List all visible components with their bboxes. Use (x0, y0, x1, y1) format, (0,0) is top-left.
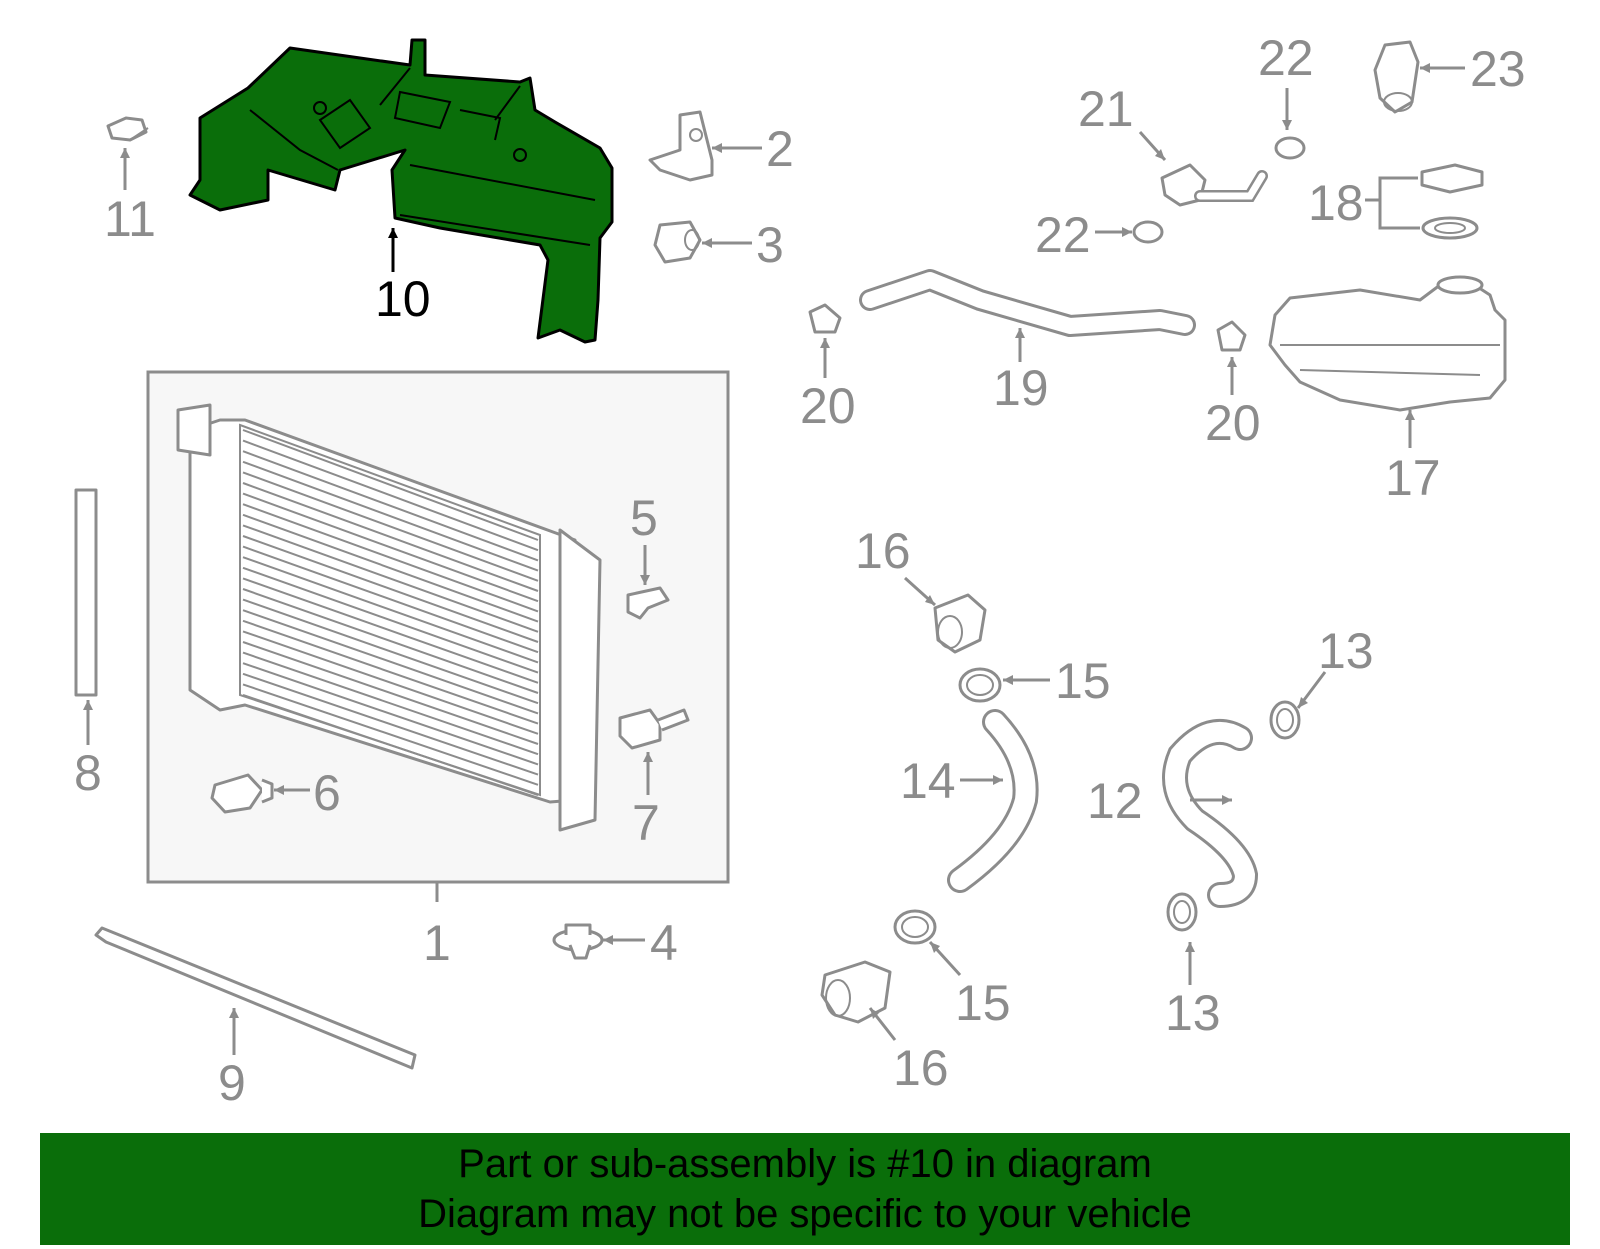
banner-line-2: Diagram may not be specific to your vehi… (418, 1192, 1192, 1236)
callout-15-lower: 15 (955, 975, 1011, 1031)
part-7-temp-sensor[interactable] (618, 708, 690, 750)
callout-9: 9 (218, 1055, 246, 1111)
callout-1: 1 (423, 915, 451, 971)
callout-20-right: 20 (1205, 395, 1261, 451)
part-1-radiator[interactable] (176, 403, 602, 832)
callout-21: 21 (1078, 81, 1134, 137)
part-8-side-seal[interactable] (74, 488, 98, 697)
banner-line-1: Part or sub-assembly is #10 in diagram (458, 1142, 1152, 1186)
callout-12: 12 (1087, 773, 1143, 829)
callout-16-upper: 16 (855, 523, 911, 579)
part-15-clamp-upper[interactable] (958, 667, 1002, 703)
callout-13-lower: 13 (1165, 985, 1221, 1041)
part-13-clamp-upper[interactable] (1269, 700, 1301, 740)
callout-3: 3 (756, 217, 784, 273)
part-10-air-deflector[interactable] (188, 38, 614, 344)
part-23-sensor[interactable] (1373, 40, 1420, 114)
part-16-connector-upper[interactable] (933, 593, 987, 654)
part-20-clamp-right[interactable] (1216, 320, 1247, 352)
part-2-bracket[interactable] (648, 110, 714, 182)
callout-18: 18 (1308, 175, 1364, 231)
part-5-sensor[interactable] (626, 586, 670, 620)
callout-17: 17 (1385, 450, 1441, 506)
part-22-clamp-upper[interactable] (1274, 136, 1306, 160)
part-15-clamp-lower[interactable] (893, 909, 937, 945)
callout-6: 6 (313, 765, 341, 821)
part-9-lower-seal[interactable] (94, 926, 417, 1070)
callout-8: 8 (74, 745, 102, 801)
callout-2: 2 (766, 121, 794, 177)
callout-14: 14 (900, 753, 956, 809)
callout-4: 4 (650, 915, 678, 971)
callout-16-lower: 16 (893, 1040, 949, 1096)
callout-20-left: 20 (800, 378, 856, 434)
part-21-vent-hose[interactable] (1160, 163, 1268, 207)
part-20-clamp-left[interactable] (808, 303, 842, 334)
callout-19: 19 (993, 360, 1049, 416)
part-18-cap[interactable] (1420, 163, 1484, 194)
part-22-clamp-lower[interactable] (1132, 220, 1164, 244)
part-13-clamp-lower[interactable] (1166, 892, 1198, 932)
part-6-drain-plug[interactable] (210, 773, 274, 814)
callout-5: 5 (630, 490, 658, 546)
callout-11: 11 (104, 191, 156, 247)
callout-15-upper: 15 (1055, 653, 1111, 709)
callout-22-upper: 22 (1258, 30, 1314, 86)
callout-10: 10 (375, 271, 431, 327)
part-11-bolt[interactable] (106, 116, 149, 142)
callout-23: 23 (1470, 41, 1526, 97)
callout-22-lower: 22 (1035, 207, 1091, 263)
callout-labels: 1 2 3 4 5 6 7 8 9 10 11 12 13 13 14 15 1… (74, 30, 1526, 1111)
part-17-coolant-reservoir[interactable] (1268, 275, 1507, 412)
leader-lines (83, 63, 1465, 1055)
part-18-seal[interactable] (1421, 216, 1479, 240)
part-4-push-clip[interactable] (552, 923, 604, 960)
info-banner: Part or sub-assembly is #10 in diagram D… (40, 1133, 1570, 1245)
part-3-grommet[interactable] (653, 220, 702, 264)
callout-13-upper: 13 (1318, 623, 1374, 679)
callout-7: 7 (632, 795, 660, 851)
part-16-connector-lower[interactable] (820, 960, 892, 1024)
